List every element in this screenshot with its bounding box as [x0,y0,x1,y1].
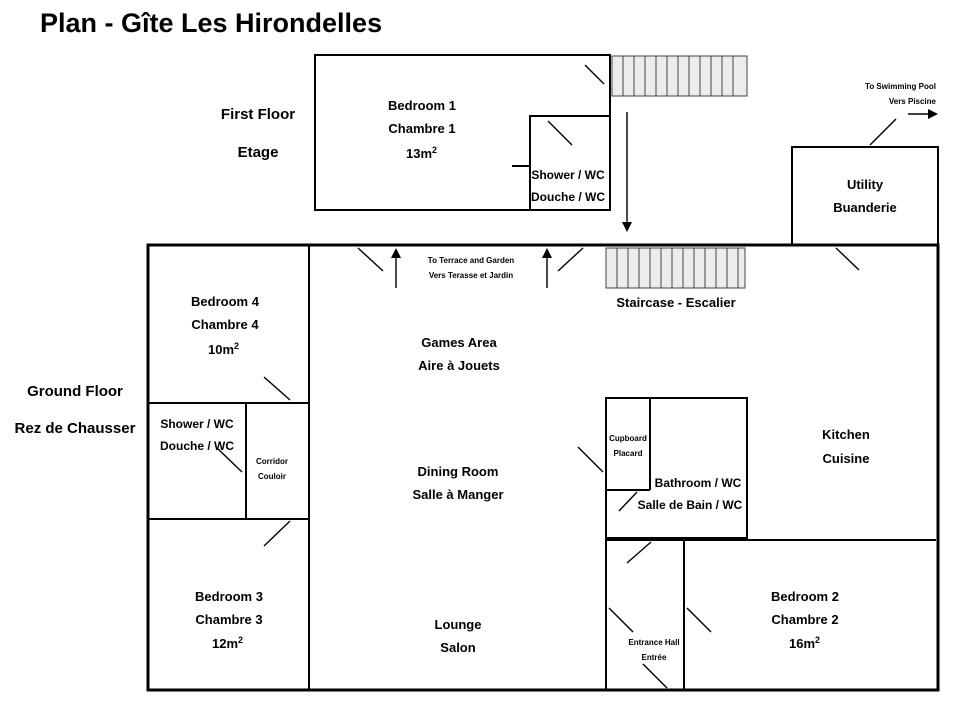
shower-ground-door [216,447,243,473]
ground-floor: To Terrace and Garden Vers Terasse et Ja… [146,243,940,692]
entrance-label: Entrance Hall [628,638,679,647]
utility-inner-door [835,247,860,271]
first-floor-label-fr: Etage [238,144,279,161]
cupboard-label-fr: Placard [614,449,643,458]
bedroom2-label-fr: Chambre 2 [771,612,838,627]
terrace-label-fr: Vers Terasse et Jardin [429,271,513,280]
dining-label-fr: Salle à Manger [412,487,503,502]
shower-first-door [547,120,573,146]
ground-floor-label: Ground Floor [27,383,123,400]
shower-ground-label-fr: Douche / WC [160,439,234,453]
entrance-outer-door [642,663,668,689]
ground-floor-label-fr: Rez de Chausser [15,420,136,437]
cupboard-door [577,446,604,473]
shower-first-wall [512,165,531,210]
bathroom-label: Bathroom / WC [655,476,742,490]
entrance-inner-door [608,607,634,633]
bathroom-wall [605,397,748,539]
shower-first-wall-top [529,115,610,166]
kitchen-label-fr: Cuisine [823,451,870,466]
bathroom-inner-door [626,541,652,564]
first-floor-stairs [611,55,748,97]
bedroom2-label: Bedroom 2 [771,589,839,604]
terrace-door-right [557,247,584,272]
bedroom4-label-fr: Chambre 4 [191,317,259,332]
bedroom3-label: Bedroom 3 [195,589,263,604]
bedroom4-label: Bedroom 4 [191,294,260,309]
bedroom1-door [584,64,605,85]
bedroom2-door [686,607,712,633]
corridor-label: Corridor [256,457,288,466]
page-title: Plan - Gîte Les Hirondelles [40,8,382,38]
bedroom1-area: 13m2 [406,145,437,161]
bedroom1-wall [314,54,611,211]
ground-floor-stairs [605,247,746,289]
bedroom1-label-fr: Chambre 1 [388,121,455,136]
games-label: Games Area [421,335,497,350]
lounge-label: Lounge [435,617,482,632]
corridor-label-fr: Couloir [258,472,286,481]
bedroom2-area: 16m2 [789,635,820,651]
bathroom-label-fr: Salle de Bain / WC [638,498,743,512]
terrace-label: To Terrace and Garden [428,256,515,265]
bedroom4-door [263,376,291,401]
first-floor-label: First Floor [221,106,295,123]
lounge-label-fr: Salon [440,640,475,655]
shower-first-label-fr: Douche / WC [531,190,605,204]
utility-label-fr: Buanderie [833,200,897,215]
utility-outer-door [869,118,897,146]
entrance-label-fr: Entrée [642,653,667,662]
bathroom-door [618,491,638,512]
bedroom3-label-fr: Chambre 3 [195,612,262,627]
bedroom3-area: 12m2 [212,635,243,651]
kitchen-label: Kitchen [822,427,870,442]
ground-outer-wall [146,243,940,692]
staircase-label: Staircase - Escalier [616,295,735,310]
pool-label-fr: Vers Piscine [889,97,937,106]
pool-label: To Swimming Pool [865,82,936,91]
utility-room: Utility Buanderie [791,118,939,271]
bedroom1-label: Bedroom 1 [388,98,456,113]
shower-ground-label: Shower / WC [160,417,234,431]
first-floor: Bedroom 1 Chambre 1 13m2 Shower / WC Dou… [314,54,748,232]
bedroom3-door [263,520,291,547]
bedroom4-area: 10m2 [208,341,239,357]
cupboard-label: Cupboard [609,434,647,443]
dining-label: Dining Room [418,464,499,479]
utility-label: Utility [847,177,884,192]
shower-first-label: Shower / WC [531,168,605,182]
games-label-fr: Aire à Jouets [418,358,500,373]
terrace-door-left [357,247,384,272]
